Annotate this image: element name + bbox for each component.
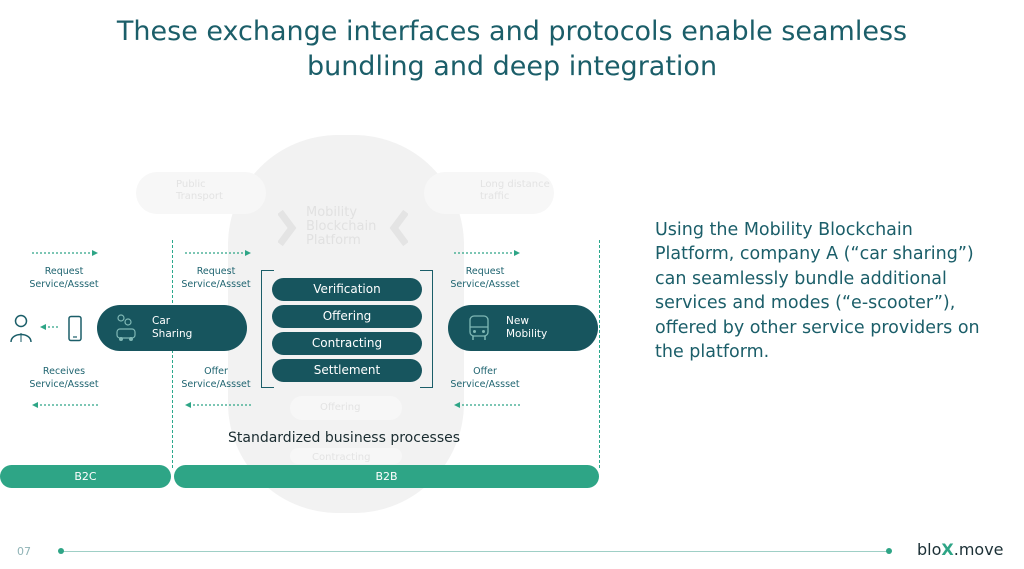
request-arrow-right-3: [454, 250, 520, 256]
request-arrow-right-1: [32, 250, 98, 256]
receives-arrow-left: [32, 402, 98, 408]
bus-icon: [469, 315, 489, 340]
footer-line-end-dot: [886, 548, 892, 554]
car-sharing-label: Car Sharing: [152, 314, 193, 341]
mid-left-offer-label: Offer Service/Assset: [181, 366, 251, 390]
ghost-contracting-pill: [290, 448, 402, 464]
logo-suffix: .move: [953, 540, 1004, 559]
ghost-contracting-label: Contracting: [312, 452, 371, 463]
mid-right-offer-label: Offer Service/Assset: [450, 366, 520, 390]
request-arrow-right-2: [185, 250, 251, 256]
offer-arrow-left-1: [185, 402, 251, 408]
b2b-right-edge-line: [599, 240, 600, 468]
mid-right-request-label: Request Service/Assset: [450, 266, 520, 290]
process-bracket-right: [420, 270, 433, 388]
left-receives-label: Receives Service/Assset: [29, 366, 99, 390]
page-number: 07: [17, 545, 31, 558]
b2b-bar: B2B: [174, 465, 599, 488]
car-sharing-icon: [116, 314, 136, 341]
b2c-b2b-separator: [172, 240, 173, 468]
person-icon: [10, 314, 32, 343]
logo-x: X: [941, 540, 954, 559]
description-text: Using the Mobility Blockchain Platform, …: [655, 220, 980, 363]
slide-title: These exchange interfaces and protocols …: [0, 14, 1024, 84]
phone-icon: [68, 315, 82, 342]
ghost-public-transport-pill: [136, 172, 266, 214]
ghost-offering-pill: [290, 396, 402, 420]
process-settlement: Settlement: [272, 359, 422, 382]
offer-arrow-left-2: [454, 402, 520, 408]
process-offering: Offering: [272, 305, 422, 328]
logo-prefix: blo: [917, 540, 942, 559]
ghost-platform-label: Mobility Blockchain Platform: [306, 205, 377, 248]
new-mobility-label: New Mobility: [506, 314, 548, 341]
ghost-long-distance-label: Long distance traffic: [480, 179, 550, 202]
process-contracting: Contracting: [272, 332, 422, 355]
ghost-long-distance-pill: [424, 172, 554, 214]
footer-line-start-dot: [58, 548, 64, 554]
new-mobility-node: New Mobility: [448, 305, 598, 351]
ghost-platform-logo-icon: [278, 209, 408, 247]
left-short-arrow-icon: [40, 324, 58, 330]
process-verification: Verification: [272, 278, 422, 301]
standardized-processes-label: Standardized business processes: [228, 430, 461, 446]
bloxmove-logo: bloX.move: [917, 540, 1004, 559]
slide-title-line2: bundling and deep integration: [306, 51, 718, 82]
car-sharing-node: Car Sharing: [97, 305, 247, 351]
ghost-public-transport-label: Public Transport: [176, 179, 223, 202]
ghost-offering-label: Offering: [320, 402, 361, 413]
mid-left-request-label: Request Service/Assset: [181, 266, 251, 290]
left-request-label: Request Service/Assset: [29, 266, 99, 290]
b2c-bar: B2C: [0, 465, 171, 488]
slide-title-line1: These exchange interfaces and protocols …: [116, 16, 908, 47]
footer-line: [60, 551, 890, 552]
process-bracket-left: [261, 270, 274, 388]
